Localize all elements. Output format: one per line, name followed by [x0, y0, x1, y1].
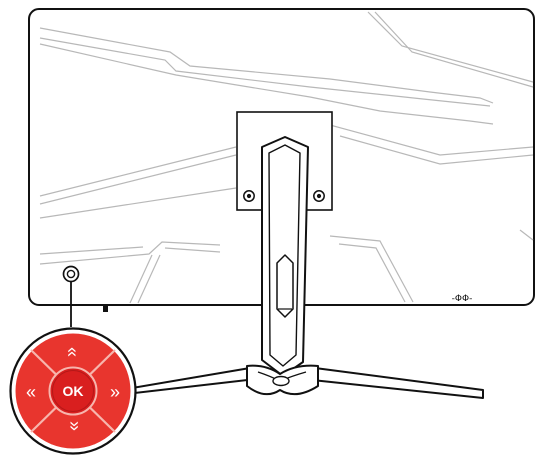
rear-tab: [103, 305, 108, 312]
joystick-button-icon: [62, 265, 80, 283]
base-left-leg: [125, 367, 257, 395]
joystick-up-arrow-icon: »: [61, 347, 81, 357]
base-hub-cap: [272, 375, 290, 387]
joystick-down-arrow-icon: »: [65, 421, 85, 431]
panel-decor-lines: [39, 11, 534, 304]
joystick-right-arrow-icon: »: [110, 382, 120, 402]
stand-slot: [276, 254, 294, 318]
joystick-center-highlight: [52, 370, 94, 412]
mount-screw-right: [313, 190, 325, 202]
power-joystick-icon: OK » » « »: [9, 327, 137, 455]
stand-icon: [125, 136, 484, 399]
base-right-leg: [311, 367, 484, 399]
joystick-ok-label: OK: [63, 383, 84, 399]
stand-arm-inner: [268, 144, 301, 367]
rear-port-label: -ΦΦ-: [452, 294, 473, 304]
mount-screw-left: [243, 190, 255, 202]
joystick-left-arrow-icon: «: [26, 382, 36, 402]
